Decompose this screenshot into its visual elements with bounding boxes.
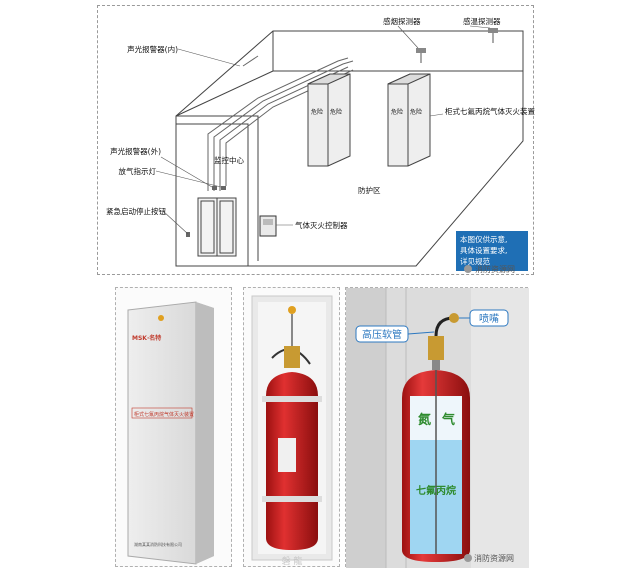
cabinet-front-label: 柜式七氟丙烷气体灭火装置 xyxy=(134,411,194,418)
cabinet-brand: MSK·名特 xyxy=(132,334,161,342)
nozzle-label: 喷嘴 xyxy=(479,313,499,325)
label-protected-zone: 防护区 xyxy=(358,185,381,195)
note-line-3: 详见规范 xyxy=(460,256,490,266)
label-gas-controller: 气体灭火控制器 xyxy=(295,220,348,230)
system-diagram-panel: 危险 危险 危险 危险 xyxy=(97,5,535,275)
cylinder-strap-bottom xyxy=(262,496,322,502)
hose-label: 高压软管 xyxy=(362,328,402,341)
svg-text:危险: 危险 xyxy=(311,108,323,116)
ceiling-detectors xyxy=(416,28,498,63)
cabinet-photo-panel: MSK·名特 柜式七氟丙烷气体灭火装置 湖南某某消防科技有限公司 xyxy=(115,287,232,567)
wall-devices xyxy=(186,186,226,237)
nozzle-callout: 喷嘴 xyxy=(459,309,509,327)
svg-text:消防资源网: 消防资源网 xyxy=(475,264,515,274)
hose-callout: 高压软管 xyxy=(355,325,435,343)
leader-lines xyxy=(155,25,491,235)
cylinder-watermark: 磐 龍 xyxy=(282,555,303,567)
svg-text:危险: 危险 xyxy=(410,108,422,116)
double-door xyxy=(197,197,237,257)
label-smoke-detector: 感烟探测器 xyxy=(383,16,421,26)
liquid-label: 七氟丙烷 xyxy=(416,484,456,497)
cylinder-label-plate xyxy=(278,438,296,472)
cylinder-photo-panel: 磐 龍 xyxy=(243,287,340,567)
cabinet-indicator-light xyxy=(158,315,164,321)
cutaway-valve xyxy=(428,336,444,360)
cutaway-photo-svg: 氮 气 七氟丙烷 高压软管 喷嘴 消防资源网 xyxy=(346,288,529,568)
cabinet-photo-svg: MSK·名特 柜式七氟丙烷气体灭火装置 湖南某某消防科技有限公司 xyxy=(127,301,214,565)
cylinder-strap-top xyxy=(262,396,322,402)
diagram-watermark: 消防资源网 xyxy=(464,264,515,274)
room-outline xyxy=(175,30,524,267)
label-alarm-inside: 声光报警器(内) xyxy=(127,44,178,54)
nozzle xyxy=(449,313,459,323)
label-alarm-outside: 声光报警器(外) xyxy=(110,146,161,156)
gas-cabinet-right: 危险 危险 xyxy=(387,73,431,167)
label-emergency-button: 紧急启动停止按钮 xyxy=(106,206,166,216)
note-line-2: 具体设置要求, xyxy=(460,245,507,255)
label-cabinet-system: 柜式七氟丙烷气体灭火装置 xyxy=(445,106,535,116)
cylinder-photo-svg: 磐 龍 xyxy=(251,295,333,567)
svg-text:危险: 危险 xyxy=(391,108,403,116)
cutaway-photo-panel: 氮 气 七氟丙烷 高压软管 喷嘴 消防资源网 xyxy=(345,287,529,568)
gas-char-1: 氮 xyxy=(418,412,431,428)
label-control-center: 监控中心 xyxy=(214,155,244,165)
svg-text:危险: 危险 xyxy=(330,108,342,116)
gas-controller-box xyxy=(259,215,277,237)
note-line-1: 本图仅供示意, xyxy=(460,234,507,244)
cabinet-maker-line: 湖南某某消防科技有限公司 xyxy=(134,541,182,547)
label-heat-detector: 感温探测器 xyxy=(463,16,501,26)
note-box: 本图仅供示意, 具体设置要求, 详见规范 xyxy=(456,231,528,271)
cutaway-watermark: 消防资源网 xyxy=(464,553,514,563)
gas-cabinet-left: 危险 危险 xyxy=(307,73,351,167)
label-gas-release-light: 放气指示灯 xyxy=(119,166,157,176)
cylinder-valve xyxy=(284,346,300,368)
system-diagram-svg: 危险 危险 危险 危险 xyxy=(106,16,535,274)
gas-char-2: 气 xyxy=(442,412,455,428)
cylinder-indicator-light xyxy=(288,306,296,314)
svg-text:消防资源网: 消防资源网 xyxy=(474,553,514,563)
